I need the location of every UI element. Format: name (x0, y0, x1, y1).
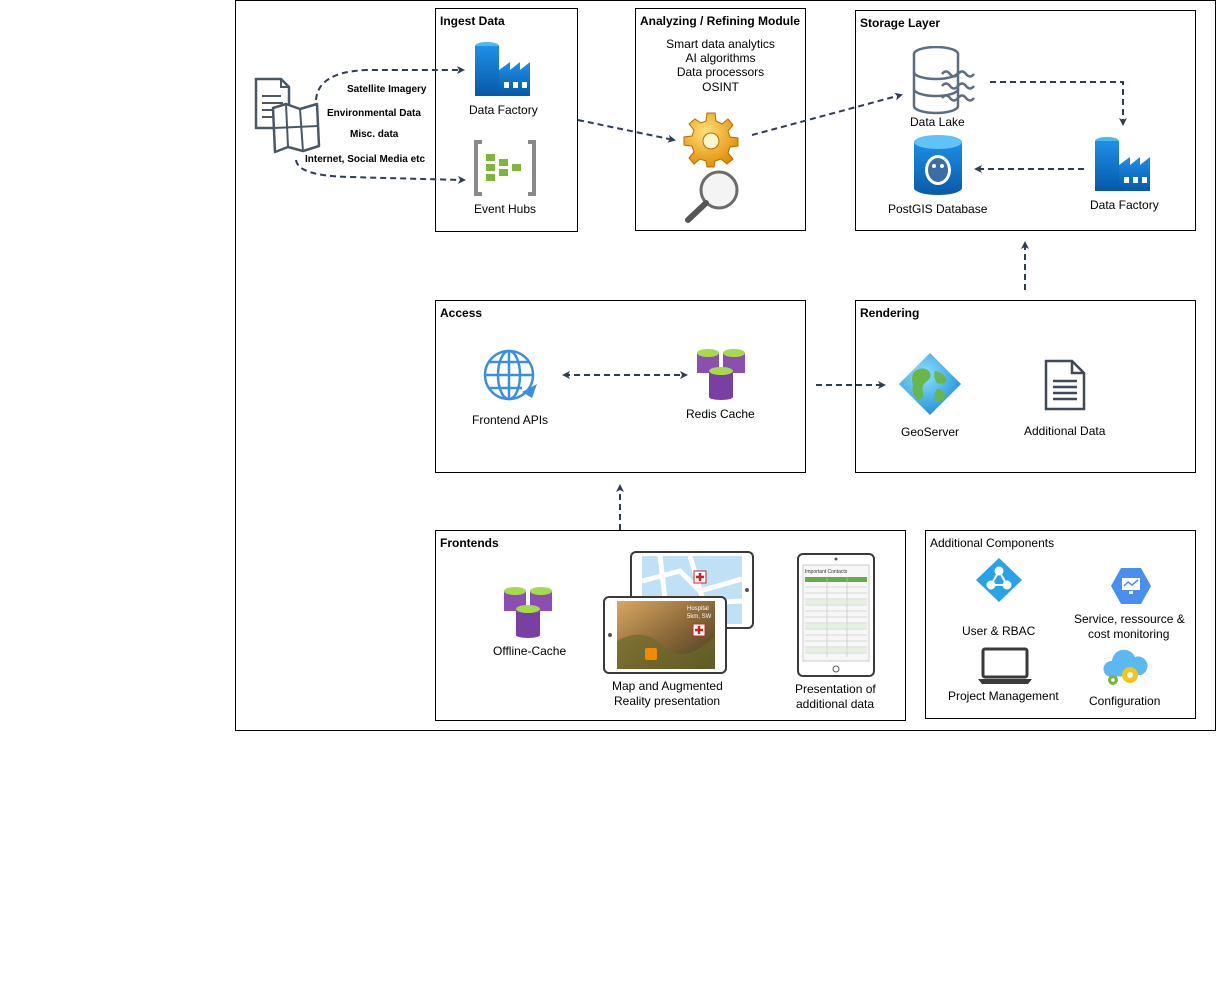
storage-data-factory-icon (1095, 137, 1150, 191)
data-lake-label: Data Lake (910, 115, 965, 129)
gear-icon (683, 112, 739, 168)
map-ar-label-2: Reality presentation (614, 694, 721, 708)
analyzing-line-2: AI algorithms (685, 51, 756, 65)
laptop-icon (978, 647, 1032, 684)
storage-data-factory-label: Data Factory (1090, 198, 1159, 212)
event-hubs-icon (474, 140, 536, 196)
postgis-label: PostGIS Database (888, 202, 988, 216)
ar-tablet-icon: Hospital 5km, SW (603, 596, 727, 674)
additional-data-document-icon (1044, 359, 1086, 411)
presentation-tablet-icon: Important Contacts (797, 553, 875, 677)
data-lake-icon (912, 46, 975, 115)
ar-overlay-line-2: 5km, SW (687, 614, 712, 620)
frontend-apis-label: Frontend APIs (472, 413, 549, 427)
user-rbac-label: User & RBAC (962, 624, 1036, 638)
presentation-label-2: additional data (796, 697, 875, 711)
presentation-label-1: Presentation of (795, 682, 876, 696)
offline-cache-label: Offline-Cache (493, 644, 567, 658)
event-hubs-label: Event Hubs (474, 202, 537, 216)
redis-cache-icon (697, 349, 745, 400)
additional-components-box: Additional Components (925, 530, 1196, 719)
monitoring-label-1: Service, ressource & (1074, 612, 1185, 626)
tablet-header: Important Contacts (805, 569, 848, 575)
project-management-label: Project Management (948, 689, 1059, 703)
configuration-cloud-gear-icon (1103, 649, 1148, 685)
geoserver-globe-icon (899, 353, 961, 415)
rendering-title: Rendering (860, 306, 920, 320)
access-box: Access (435, 300, 806, 473)
analyzing-line-1: Smart data analytics (666, 37, 775, 51)
data-sources-icon (254, 77, 321, 154)
access-title: Access (440, 306, 483, 320)
ar-overlay-line-1: Hospital (687, 606, 709, 612)
storage-title: Storage Layer (860, 16, 941, 30)
ingest-data-box: Ingest Data (435, 8, 578, 232)
analyzing-line-3: Data processors (676, 65, 765, 79)
additional-data-label: Additional Data (1024, 424, 1106, 438)
additional-title: Additional Components (930, 536, 1055, 550)
source-internet: Internet, Social Media etc (305, 154, 426, 165)
postgis-database-icon (914, 135, 962, 195)
frontends-title: Frontends (440, 536, 499, 550)
analyzing-line-4: OSINT (702, 80, 739, 94)
map-ar-label-1: Map and Augmented (612, 679, 723, 693)
ingest-data-factory-label: Data Factory (469, 103, 538, 117)
configuration-label: Configuration (1089, 694, 1161, 708)
analyzing-title: Analyzing / Refining Module (640, 14, 800, 28)
geoserver-label: GeoServer (901, 425, 960, 439)
user-rbac-icon (976, 558, 1022, 602)
source-satellite: Satellite Imagery (347, 84, 427, 95)
redis-cache-label: Redis Cache (686, 407, 755, 421)
offline-cache-icon (504, 587, 552, 638)
frontend-apis-globe-icon (483, 349, 537, 401)
source-misc: Misc. data (350, 129, 399, 140)
magnifier-icon (685, 170, 739, 223)
monitoring-label-2: cost monitoring (1088, 627, 1170, 641)
source-environmental: Environmental Data (327, 108, 421, 119)
ingest-title: Ingest Data (440, 14, 505, 28)
data-factory-icon (475, 42, 530, 96)
monitoring-icon (1111, 568, 1151, 604)
